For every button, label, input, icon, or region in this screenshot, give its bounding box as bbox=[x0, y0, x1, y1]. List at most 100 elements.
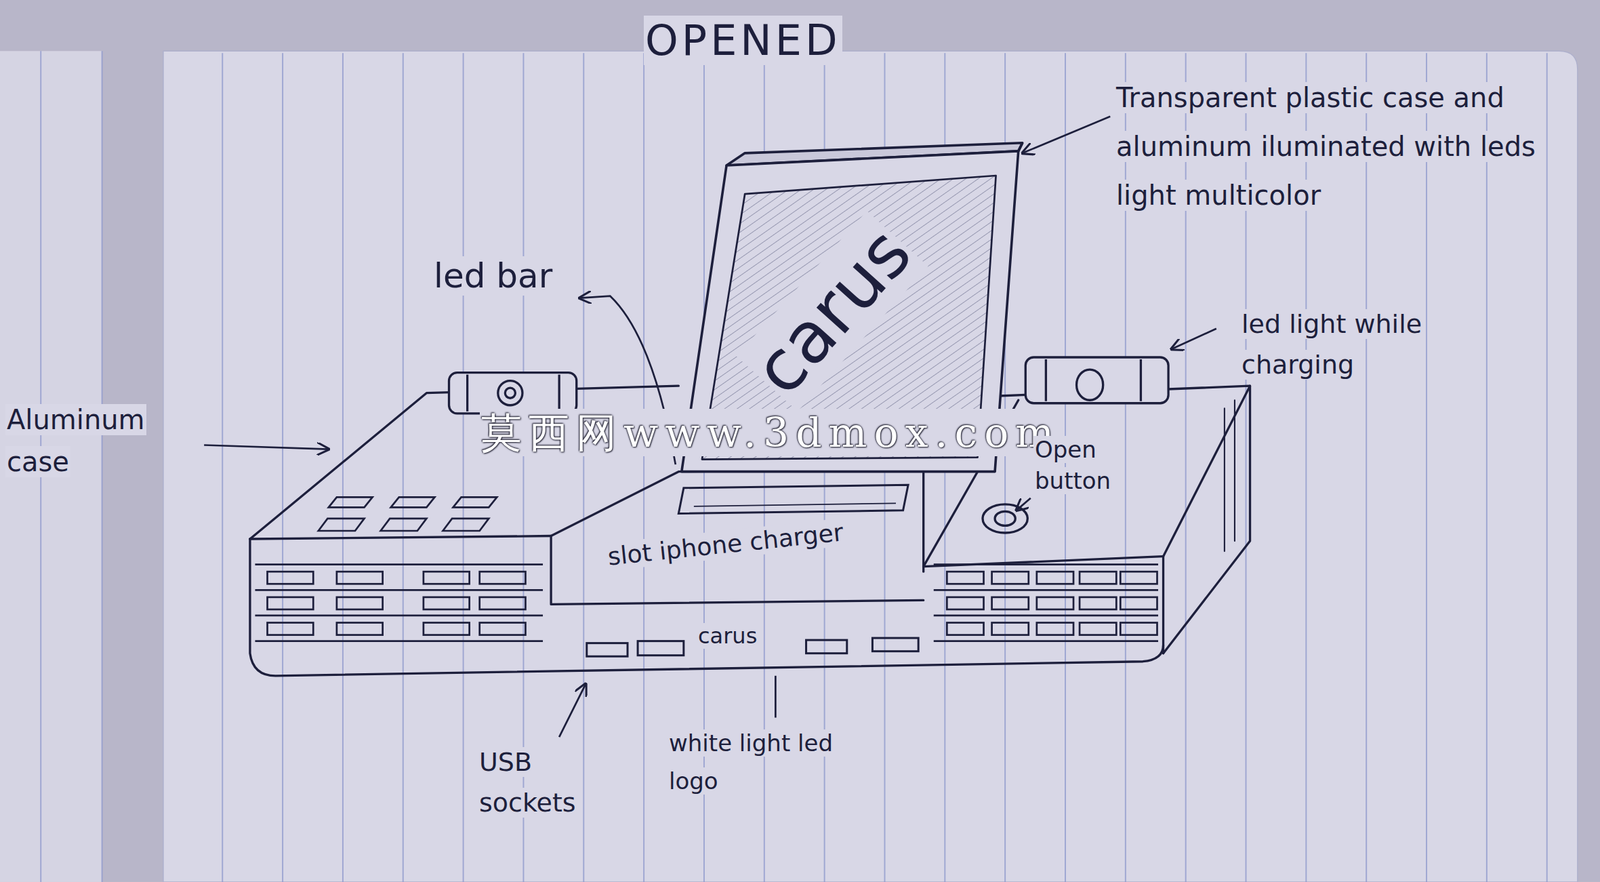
vent-grille bbox=[946, 622, 984, 635]
ruled-lines bbox=[342, 52, 344, 882]
vent-grille bbox=[267, 597, 314, 610]
vent-grille bbox=[254, 588, 543, 591]
ruled-lines bbox=[1546, 52, 1548, 882]
label-slot: white light led logo bbox=[667, 723, 871, 800]
vent-grille bbox=[992, 571, 1029, 584]
vent-grille bbox=[1120, 571, 1157, 584]
ruled-lines bbox=[1425, 52, 1428, 882]
ruled-lines bbox=[1124, 52, 1127, 882]
usb-socket bbox=[637, 641, 684, 656]
leader-line bbox=[1171, 328, 1217, 350]
leader-line bbox=[774, 675, 777, 718]
open-button bbox=[982, 504, 1028, 533]
device-sketch bbox=[922, 469, 925, 572]
vent-grille bbox=[267, 571, 314, 584]
device-sketch bbox=[1224, 399, 1235, 551]
led-cylinder bbox=[449, 372, 577, 414]
vent-grille bbox=[1036, 597, 1074, 610]
usb-socket bbox=[586, 643, 628, 657]
vent-grille bbox=[933, 563, 1159, 566]
title-slot: OPENED bbox=[643, 13, 843, 68]
vent-grille bbox=[423, 622, 470, 635]
led-cylinder bbox=[1025, 357, 1169, 404]
vent-grille bbox=[336, 597, 383, 610]
callout-note: Transparent plastic case and aluminum il… bbox=[1114, 81, 1537, 211]
device-sketch bbox=[250, 536, 551, 540]
label-slot: Open button bbox=[1033, 433, 1142, 497]
charger-slot bbox=[693, 502, 896, 507]
open-button bbox=[982, 504, 1028, 533]
led-cylinder bbox=[557, 374, 560, 412]
device-sketch bbox=[550, 469, 924, 537]
ruled-lines bbox=[643, 52, 645, 882]
vent-grille bbox=[318, 518, 365, 531]
ruled-lines bbox=[1245, 52, 1247, 882]
device-sketch bbox=[1163, 385, 1251, 654]
vent-grille bbox=[479, 597, 526, 610]
device-sketch bbox=[923, 556, 1164, 567]
front-logo: carus bbox=[696, 622, 759, 649]
vent-grille bbox=[946, 571, 984, 584]
ruled-lines bbox=[101, 50, 104, 882]
vent-grille bbox=[336, 622, 383, 635]
vent-grille bbox=[933, 639, 1159, 642]
vent-grille bbox=[380, 518, 427, 531]
callout-note: white light led logo bbox=[667, 729, 835, 795]
label-slot: led bar bbox=[432, 254, 554, 297]
ruled-lines bbox=[462, 52, 465, 882]
part-label: led bar bbox=[432, 256, 554, 296]
leader-line bbox=[559, 683, 586, 737]
vent-grille bbox=[254, 614, 543, 617]
leader-line bbox=[1022, 116, 1111, 154]
device-sketch bbox=[1162, 556, 1165, 654]
open-button bbox=[994, 510, 1016, 526]
leader-line bbox=[203, 445, 329, 450]
ruled-lines bbox=[1365, 52, 1367, 882]
led-cylinder bbox=[1076, 369, 1104, 400]
charger-slot bbox=[678, 484, 909, 514]
led-cylinder bbox=[466, 374, 469, 412]
vent-grille bbox=[267, 622, 314, 635]
vent-grille bbox=[1036, 571, 1074, 584]
charger-slot bbox=[678, 484, 909, 514]
vent-grille bbox=[1079, 597, 1117, 610]
vent-grille bbox=[254, 496, 1159, 641]
vent-grille bbox=[1079, 622, 1117, 635]
label-slot: led light while charging bbox=[1240, 303, 1471, 385]
vent-grille bbox=[479, 622, 526, 635]
vent-grille bbox=[933, 614, 1159, 617]
label-slot: carus bbox=[696, 622, 759, 650]
ruled-lines bbox=[1486, 52, 1488, 882]
ruled-lines bbox=[221, 52, 223, 882]
usb-socket bbox=[806, 639, 848, 654]
ruled-lines bbox=[40, 50, 1547, 882]
vent-grille bbox=[992, 622, 1029, 635]
vent-grille bbox=[946, 597, 984, 610]
vent-grille bbox=[992, 597, 1029, 610]
led-cylinder bbox=[504, 387, 516, 398]
screen-panel bbox=[1018, 142, 1023, 152]
leader-line bbox=[203, 116, 1217, 737]
label-slot: Transparent plastic case and aluminum il… bbox=[1114, 73, 1556, 220]
watermark: 莫西网www.3dmox.com bbox=[479, 408, 1062, 457]
vent-grille bbox=[1079, 571, 1117, 584]
vent-grille bbox=[933, 588, 1159, 591]
vent-grille bbox=[391, 496, 436, 507]
vent-grille bbox=[336, 571, 383, 584]
led-cylinder bbox=[498, 380, 523, 406]
part-label: Aluminum case bbox=[5, 403, 147, 478]
vent-grille bbox=[423, 571, 470, 584]
vent-grille bbox=[254, 563, 543, 566]
vent-grille bbox=[453, 496, 498, 507]
ruled-lines bbox=[402, 52, 404, 882]
callout-note: led light while charging bbox=[1240, 309, 1424, 380]
part-label: Open button bbox=[1033, 435, 1113, 495]
vent-grille bbox=[328, 496, 373, 507]
usb-socket bbox=[872, 637, 919, 652]
label-slot: 莫西网www.3dmox.com bbox=[479, 405, 1062, 460]
vent-grille bbox=[442, 518, 489, 531]
label-slot: Aluminum case bbox=[5, 398, 152, 483]
led-cylinder bbox=[1044, 359, 1048, 402]
